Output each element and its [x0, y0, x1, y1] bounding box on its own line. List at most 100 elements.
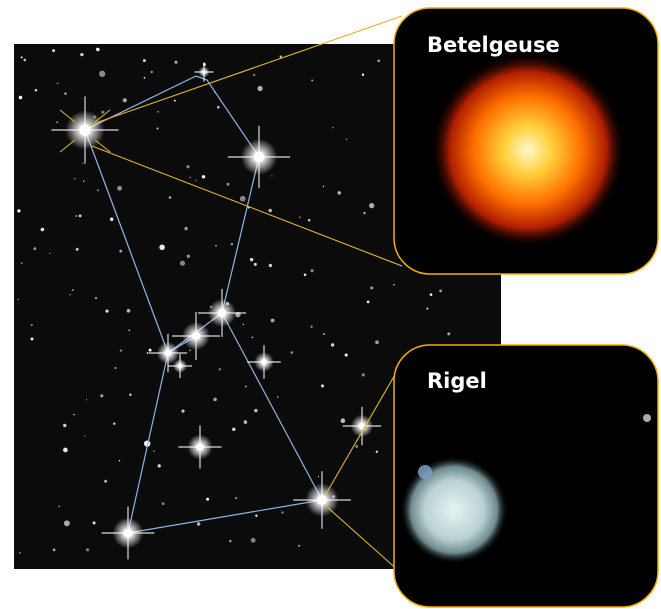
background-star — [75, 215, 78, 217]
background-star — [101, 110, 105, 114]
background-star — [20, 56, 23, 59]
background-star — [254, 408, 258, 413]
background-star — [69, 294, 71, 296]
background-star — [49, 252, 51, 254]
background-star — [323, 333, 326, 336]
background-star — [370, 286, 374, 290]
background-star — [337, 191, 341, 195]
background-star — [146, 352, 149, 354]
background-star — [363, 211, 366, 215]
background-star — [270, 318, 275, 323]
background-star — [299, 216, 301, 218]
background-star — [232, 427, 236, 432]
background-star — [100, 394, 104, 398]
background-star — [268, 263, 273, 268]
background-star — [320, 384, 325, 388]
background-star — [215, 245, 217, 247]
rigel-inset: Rigel — [393, 344, 659, 608]
bright-stars — [51, 62, 382, 560]
background-star — [243, 420, 248, 424]
background-star — [148, 348, 152, 352]
background-star — [213, 397, 217, 402]
callout-lines — [89, 15, 403, 573]
background-star — [168, 196, 172, 199]
background-star — [142, 59, 146, 63]
background-star — [174, 60, 178, 64]
background-star — [361, 373, 365, 377]
background-star — [33, 247, 37, 251]
background-stars — [17, 47, 451, 554]
background-star — [73, 413, 75, 416]
background-star — [96, 189, 100, 192]
background-star — [64, 92, 67, 95]
rigel-background-star — [643, 414, 651, 422]
background-star — [230, 242, 234, 246]
betelgeuse-inset: Betelgeuse — [393, 7, 659, 275]
background-star — [18, 95, 23, 100]
background-star — [369, 202, 375, 209]
background-star — [332, 126, 334, 129]
background-star — [52, 49, 56, 53]
background-star — [252, 73, 256, 77]
background-star — [322, 185, 325, 187]
background-star — [310, 325, 313, 328]
background-star — [242, 323, 245, 326]
background-star — [52, 548, 56, 552]
background-star — [161, 502, 165, 506]
bright-star — [51, 96, 119, 164]
background-star — [105, 309, 109, 313]
background-star — [290, 351, 294, 354]
background-star — [303, 273, 307, 277]
background-star — [118, 460, 121, 462]
background-star — [129, 393, 132, 396]
background-star — [63, 423, 67, 428]
background-star — [94, 297, 98, 300]
background-star — [244, 385, 247, 388]
background-star — [92, 521, 96, 525]
background-star — [375, 340, 379, 345]
background-star — [128, 329, 130, 332]
background-star — [249, 257, 254, 262]
background-star — [298, 544, 301, 547]
background-star — [113, 422, 116, 425]
bright-star — [194, 62, 214, 82]
background-star — [250, 537, 256, 543]
background-star — [330, 343, 335, 347]
background-star — [56, 82, 59, 85]
bright-star — [101, 506, 155, 560]
background-star — [86, 548, 90, 552]
background-star — [78, 214, 82, 218]
background-star — [393, 283, 395, 286]
background-star — [96, 47, 100, 52]
bright-star — [168, 354, 192, 378]
background-star — [99, 70, 106, 77]
background-star — [234, 496, 238, 500]
background-star — [226, 182, 230, 186]
background-star — [268, 208, 272, 213]
background-star — [119, 349, 123, 352]
background-star — [375, 450, 378, 453]
background-star — [186, 165, 190, 169]
background-star — [271, 175, 273, 177]
background-star — [18, 552, 21, 554]
background-star — [253, 262, 257, 266]
background-star — [82, 162, 84, 165]
background-star — [114, 367, 117, 369]
bright-star — [172, 312, 220, 360]
background-star — [377, 59, 381, 63]
background-star — [63, 447, 68, 453]
background-star — [186, 254, 191, 258]
bright-star — [342, 406, 382, 446]
background-star — [150, 70, 153, 74]
background-star — [189, 176, 191, 179]
background-star — [179, 260, 186, 266]
background-star — [447, 332, 451, 336]
background-star — [206, 497, 210, 501]
bright-star — [227, 125, 291, 189]
background-star — [84, 435, 86, 437]
bright-star — [247, 345, 281, 379]
background-star — [307, 218, 311, 222]
background-star — [17, 298, 19, 300]
bright-star — [178, 425, 222, 469]
background-star — [310, 268, 314, 273]
